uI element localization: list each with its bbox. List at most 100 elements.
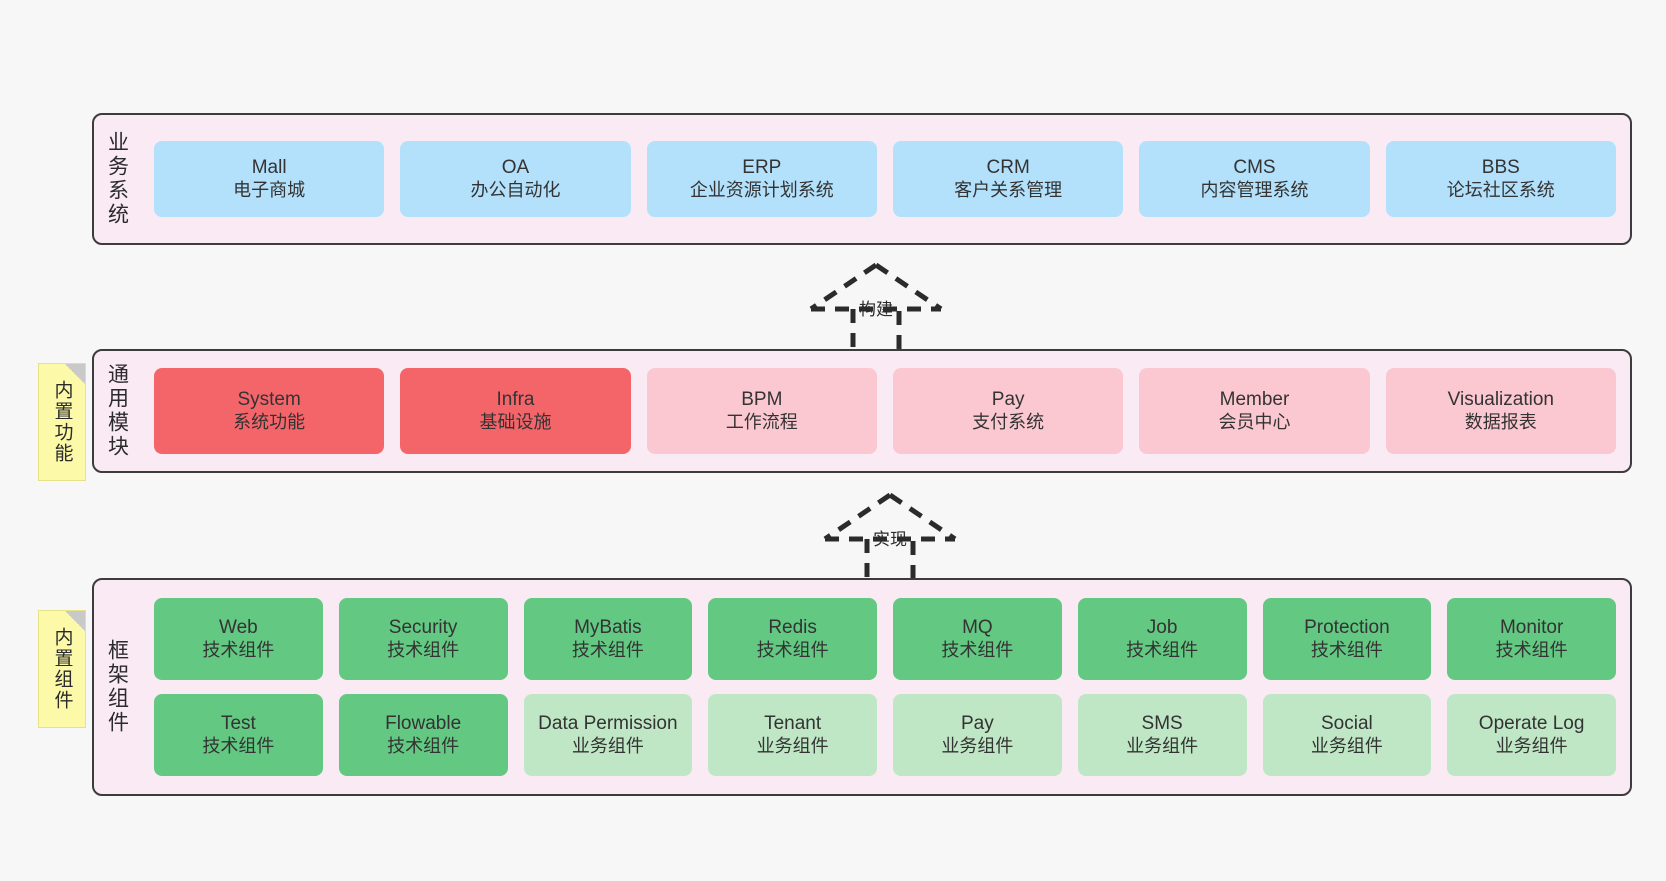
framework-box-pay-desc: 业务组件 (941, 735, 1014, 756)
business-box-oa-name: OA (501, 157, 530, 179)
framework-box-data-permission-name: Data Permission (538, 713, 678, 735)
sticky-note-builtin-components-text: 内置组件 (51, 627, 73, 711)
framework-box-redis-desc: 技术组件 (756, 639, 829, 660)
business-box-erp-name: ERP (742, 157, 782, 179)
layer-framework-components: 框架组件 Web 技术组件 Security 技术组件 MyBatis 技术组件… (92, 578, 1632, 796)
framework-box-pay[interactable]: Pay 业务组件 (893, 694, 1062, 776)
framework-box-operate-log-name: Operate Log (1478, 713, 1585, 735)
framework-box-job[interactable]: Job 技术组件 (1077, 598, 1247, 680)
module-box-bpm-desc: 工作流程 (725, 411, 798, 432)
framework-box-social-desc: 业务组件 (1310, 735, 1383, 756)
framework-row-business: Test 技术组件 Flowable 技术组件 Data Permission … (154, 694, 1616, 776)
module-box-visualization[interactable]: Visualization 数据报表 (1385, 368, 1616, 454)
framework-row-technical: Web 技术组件 Security 技术组件 MyBatis 技术组件 Redi… (154, 598, 1616, 680)
framework-box-protection[interactable]: Protection 技术组件 (1262, 598, 1432, 680)
framework-box-pay-name: Pay (961, 713, 994, 735)
business-box-mall-name: Mall (251, 157, 287, 179)
business-box-mall[interactable]: Mall 电子商城 (154, 141, 385, 217)
business-box-bbs-name: BBS (1481, 157, 1520, 179)
framework-box-flowable[interactable]: Flowable 技术组件 (338, 694, 508, 776)
framework-box-mq-desc: 技术组件 (941, 639, 1014, 660)
framework-box-mybatis-name: MyBatis (574, 617, 642, 639)
framework-box-data-permission-desc: 业务组件 (571, 735, 644, 756)
module-box-member-name: Member (1219, 389, 1290, 411)
business-box-oa-desc: 办公自动化 (470, 179, 561, 200)
connector-build-arrow: 构建 (791, 257, 961, 357)
framework-box-monitor[interactable]: Monitor 技术组件 (1447, 598, 1616, 680)
layer-body-business-systems: Mall 电子商城 OA 办公自动化 ERP 企业资源计划系统 CRM 客户关系… (140, 115, 1630, 243)
layer-business-systems: 业务系统 Mall 电子商城 OA 办公自动化 ERP 企业资源计划系统 CRM… (92, 113, 1632, 245)
business-box-oa[interactable]: OA 办公自动化 (400, 141, 631, 217)
framework-box-web-name: Web (219, 617, 258, 639)
layer-label-business-systems: 业务系统 (105, 131, 129, 227)
framework-box-test-desc: 技术组件 (202, 735, 275, 756)
module-box-member[interactable]: Member 会员中心 (1139, 368, 1370, 454)
business-box-cms-desc: 内容管理系统 (1200, 179, 1309, 200)
module-box-infra-name: Infra (496, 389, 535, 411)
sticky-note-builtin-features-text: 内置功能 (51, 380, 73, 464)
framework-box-job-desc: 技术组件 (1126, 639, 1199, 660)
layer-label-framework-components: 框架组件 (105, 639, 129, 735)
module-box-pay-desc: 支付系统 (972, 411, 1045, 432)
sticky-note-builtin-features: 内置功能 (38, 363, 86, 481)
module-box-system[interactable]: System 系统功能 (154, 368, 385, 454)
module-box-system-name: System (237, 389, 301, 411)
business-box-erp[interactable]: ERP 企业资源计划系统 (646, 141, 877, 217)
business-box-crm[interactable]: CRM 客户关系管理 (892, 141, 1124, 217)
business-box-crm-desc: 客户关系管理 (954, 179, 1063, 200)
framework-box-operate-log-desc: 业务组件 (1495, 735, 1568, 756)
module-box-infra-desc: 基础设施 (479, 411, 552, 432)
framework-box-security[interactable]: Security 技术组件 (338, 598, 508, 680)
framework-box-sms[interactable]: SMS 业务组件 (1077, 694, 1247, 776)
module-box-infra[interactable]: Infra 基础设施 (400, 368, 631, 454)
framework-box-data-permission[interactable]: Data Permission 业务组件 (523, 694, 693, 776)
framework-box-social-name: Social (1321, 713, 1373, 735)
layer-body-framework-components: Web 技术组件 Security 技术组件 MyBatis 技术组件 Redi… (140, 580, 1630, 794)
framework-box-flowable-name: Flowable (385, 713, 462, 735)
module-box-pay[interactable]: Pay 支付系统 (892, 368, 1124, 454)
module-box-visualization-desc: 数据报表 (1464, 411, 1537, 432)
framework-box-web-desc: 技术组件 (202, 639, 275, 660)
connector-build-label: 构建 (859, 300, 893, 319)
business-box-cms-name: CMS (1233, 157, 1276, 179)
framework-box-mybatis[interactable]: MyBatis 技术组件 (523, 598, 693, 680)
framework-box-web[interactable]: Web 技术组件 (154, 598, 323, 680)
framework-box-mq[interactable]: MQ 技术组件 (893, 598, 1062, 680)
module-box-system-desc: 系统功能 (233, 411, 306, 432)
framework-box-mybatis-desc: 技术组件 (571, 639, 644, 660)
layer-body-common-modules: System 系统功能 Infra 基础设施 BPM 工作流程 Pay 支付系统… (140, 351, 1630, 471)
framework-box-security-desc: 技术组件 (387, 639, 460, 660)
framework-box-test-name: Test (220, 713, 256, 735)
framework-box-monitor-desc: 技术组件 (1495, 639, 1568, 660)
business-box-erp-desc: 企业资源计划系统 (689, 179, 834, 200)
business-box-cms[interactable]: CMS 内容管理系统 (1139, 141, 1370, 217)
framework-box-monitor-name: Monitor (1499, 617, 1564, 639)
business-box-bbs[interactable]: BBS 论坛社区系统 (1385, 141, 1616, 217)
framework-box-tenant-name: Tenant (764, 713, 822, 735)
framework-box-tenant[interactable]: Tenant 业务组件 (708, 694, 877, 776)
framework-box-protection-desc: 技术组件 (1310, 639, 1383, 660)
framework-box-protection-name: Protection (1304, 617, 1390, 639)
framework-box-tenant-desc: 业务组件 (756, 735, 829, 756)
connector-implement-arrow: 实现 (805, 487, 975, 587)
business-box-bbs-desc: 论坛社区系统 (1446, 179, 1555, 200)
layer-common-modules: 通用模块 System 系统功能 Infra 基础设施 BPM 工作流程 Pay… (92, 349, 1632, 473)
framework-box-mq-name: MQ (962, 617, 993, 639)
framework-box-flowable-desc: 技术组件 (387, 735, 460, 756)
module-box-member-desc: 会员中心 (1218, 411, 1291, 432)
framework-box-operate-log[interactable]: Operate Log 业务组件 (1447, 694, 1616, 776)
module-box-pay-name: Pay (991, 389, 1025, 411)
layer-label-common-modules: 通用模块 (105, 363, 129, 459)
framework-box-security-name: Security (388, 617, 458, 639)
framework-box-sms-name: SMS (1141, 713, 1183, 735)
framework-box-redis-name: Redis (768, 617, 817, 639)
framework-box-redis[interactable]: Redis 技术组件 (708, 598, 877, 680)
module-box-visualization-name: Visualization (1447, 389, 1554, 411)
module-box-bpm-name: BPM (741, 389, 783, 411)
module-box-bpm[interactable]: BPM 工作流程 (646, 368, 877, 454)
business-box-mall-desc: 电子商城 (233, 179, 306, 200)
business-box-crm-name: CRM (986, 157, 1030, 179)
framework-box-test[interactable]: Test 技术组件 (154, 694, 323, 776)
framework-box-social[interactable]: Social 业务组件 (1262, 694, 1432, 776)
